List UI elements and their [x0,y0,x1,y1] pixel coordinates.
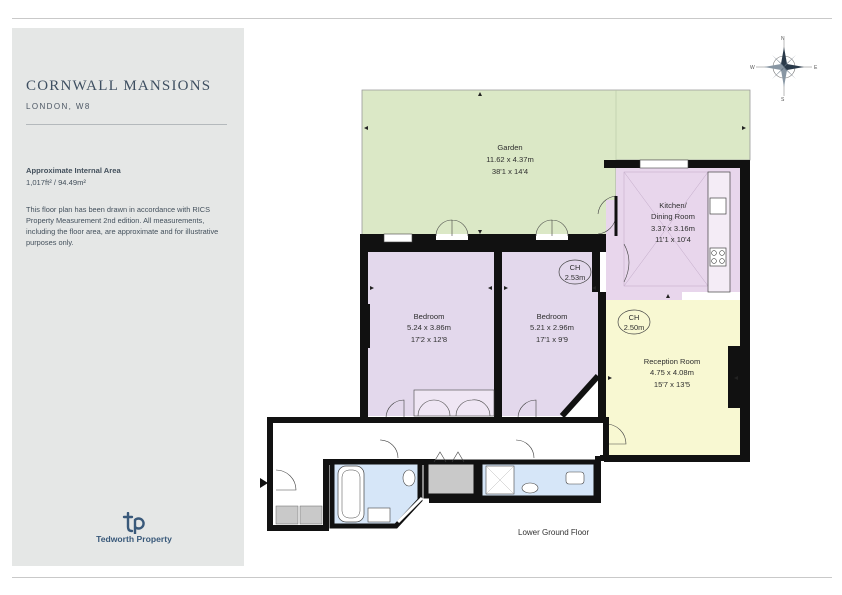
bedroom-1-window [383,233,413,243]
bedroom-1-metric: 5.24 x 3.86m [407,323,451,332]
kitchen-imperial: 11'1 x 10'4 [655,235,691,244]
property-title: CORNWALL MANSIONS [26,78,212,94]
bathtub-icon [337,465,365,523]
svg-text:CH: CH [570,263,581,272]
property-location: LONDON, W8 [26,102,91,111]
area-value: 1,017ft² / 94.49m² [26,178,86,187]
svg-text:2.53m: 2.53m [565,273,586,282]
toilet-icon [402,469,416,487]
info-panel: CORNWALL MANSIONS LONDON, W8 Approximate… [12,28,244,566]
ceiling-height-badge-2: CH 2.50m [617,309,651,335]
sink-icon [709,197,727,215]
brand-logo: Tedworth Property [84,512,184,544]
bedroom-1-name: Bedroom [414,312,445,321]
bottom-rule [12,577,832,578]
wardrobe [413,389,495,417]
svg-text:CH: CH [629,313,640,322]
store-room [423,451,479,499]
entrance-door [275,469,297,491]
kitchen-door [597,195,617,215]
reception-door [605,423,627,445]
bedroom-2-door [517,399,537,419]
bedroom-2-metric: 5.21 x 2.96m [530,323,574,332]
shower-toilet-icon [565,471,585,485]
ceiling-height-badge-1: CH 2.53m [558,259,592,285]
garden-name: Garden [497,143,522,152]
entrance-arrow-icon [260,478,268,488]
bathroom-1 [329,459,424,529]
bedroom-2-imperial: 17'1 x 9'9 [536,335,568,344]
garden-imperial: 38'1 x 14'4 [492,167,528,176]
tedworth-logo-icon [122,512,145,534]
bedroom-1-imperial: 17'2 x 12'8 [411,335,447,344]
floor-label: Lower Ground Floor [518,528,590,537]
kitchen-name-2: Dining Room [651,212,695,221]
reception-room [605,300,742,455]
kitchen-metric: 3.37 x 3.16m [651,224,695,233]
kitchen-name-1: Kitchen/ [659,201,687,210]
kitchen-room [597,159,740,300]
kitchen-window [639,159,689,169]
basin-icon [367,507,391,523]
bedroom-1 [362,233,495,419]
bedroom-2 [502,252,601,419]
hob-icon [709,247,727,267]
garden-doors [435,219,569,240]
reception-name: Reception Room [644,357,701,366]
brand-name: Tedworth Property [96,534,172,544]
top-rule [12,18,832,19]
disclaimer-text: This floor plan has been drawn in accord… [26,205,219,247]
compass-n: N [781,36,785,42]
bedroom-2-name: Bedroom [537,312,568,321]
area-label: Approximate Internal Area [26,166,121,175]
svg-text:2.50m: 2.50m [624,323,645,332]
compass-icon: N S E W [750,36,818,103]
bedroom-1-door [385,399,405,419]
store-cupboard [275,505,299,525]
compass-w: W [750,65,755,71]
reception-metric: 4.75 x 4.08m [650,368,694,377]
garden-metric: 11.62 x 4.37m [486,155,534,164]
bathroom-2 [477,459,599,501]
reception-imperial: 15'7 x 13'5 [654,380,690,389]
compass-s: S [781,97,785,103]
compass-e: E [814,65,818,71]
title-divider [26,124,227,125]
shower-basin-icon [521,482,539,494]
